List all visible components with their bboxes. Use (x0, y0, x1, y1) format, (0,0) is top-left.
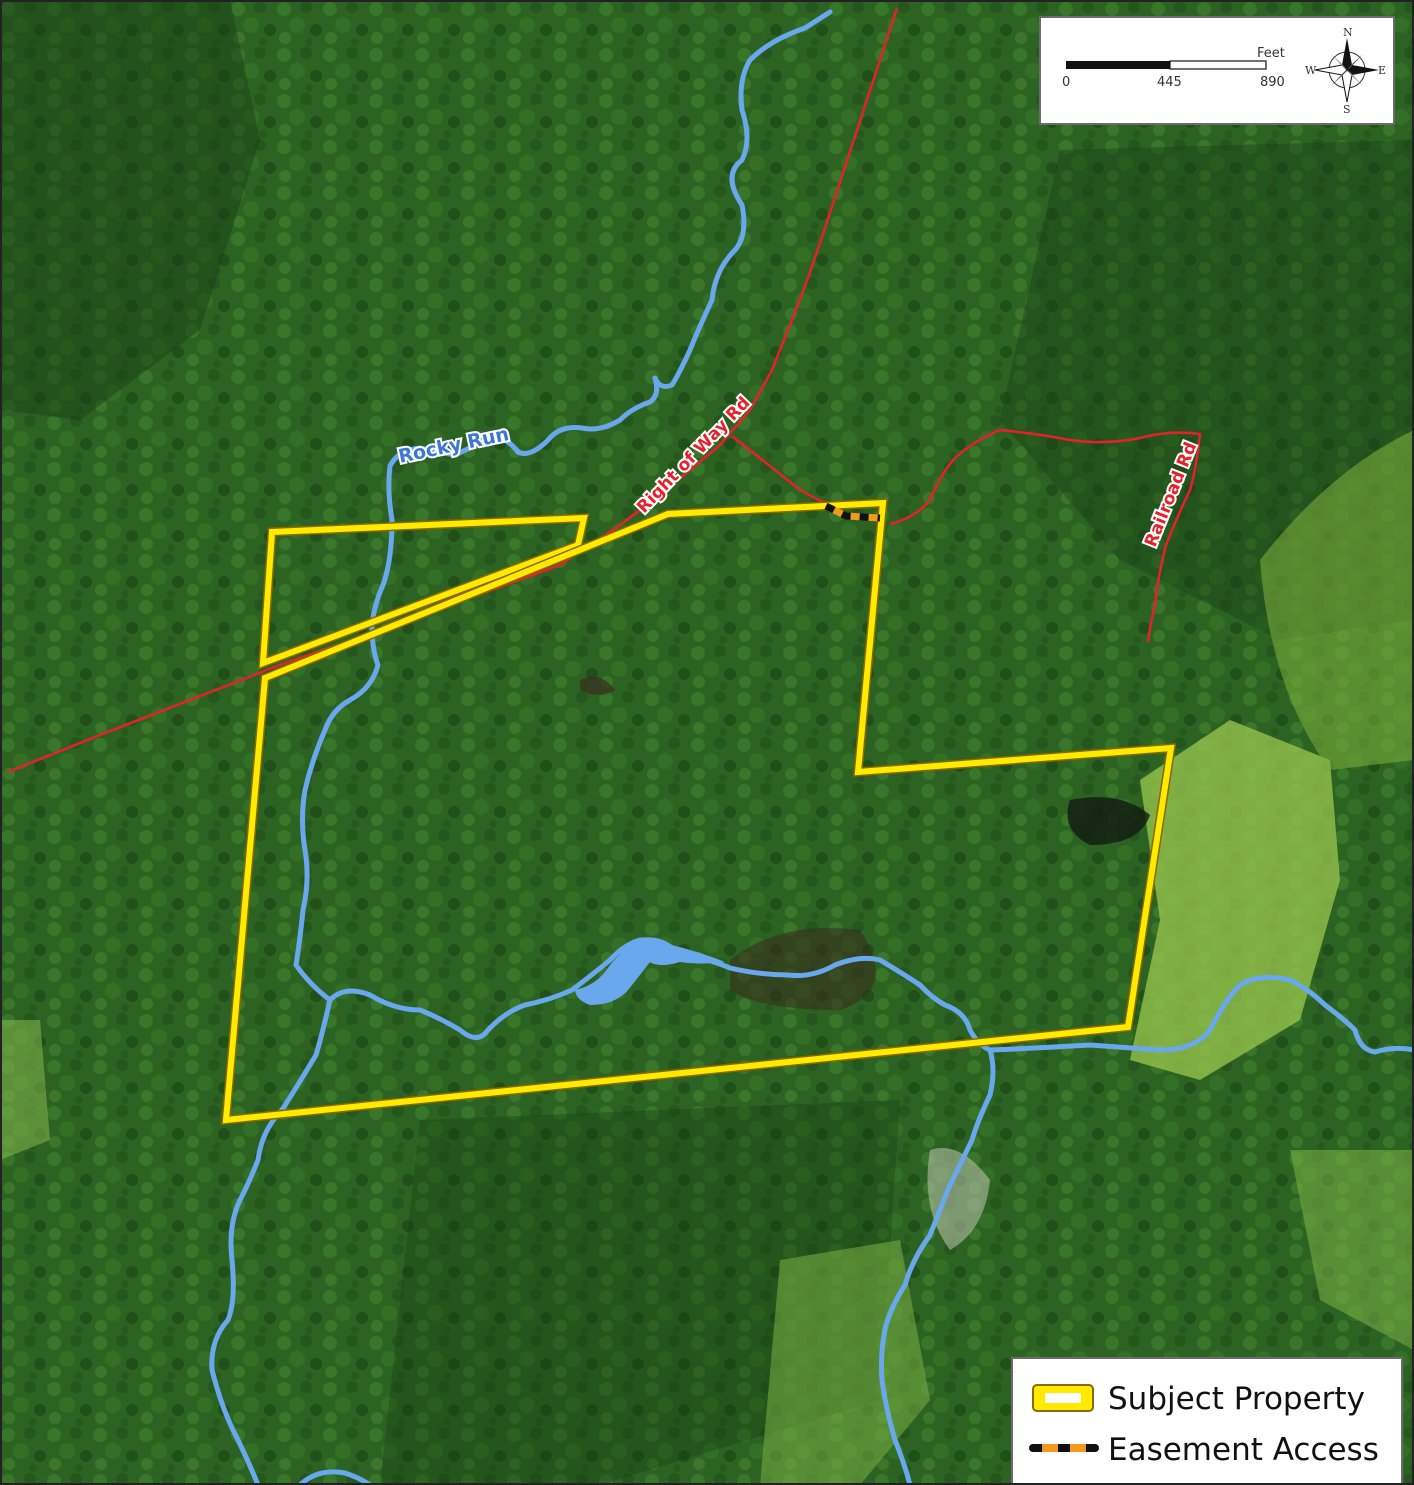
legend-label-easement-access: Easement Access (1108, 1432, 1379, 1468)
meadow-area (1290, 1150, 1414, 1350)
meadow-area (0, 1020, 50, 1160)
wetland-area (1067, 797, 1150, 845)
scale-tick-0: 0 (1062, 75, 1070, 90)
right-of-way-rd (7, 7, 899, 774)
pond (575, 937, 725, 1005)
wetland-area (580, 676, 615, 695)
easement-access-line (824, 502, 881, 522)
scale-unit: Feet (1257, 46, 1285, 61)
compass-w: W (1305, 64, 1317, 77)
streams (209, 9, 1414, 1485)
compass-n: N (1343, 26, 1353, 39)
rocky-run-stream (293, 9, 833, 1003)
scale-tick-445: 445 (1157, 75, 1182, 90)
wetland-area (730, 928, 876, 1010)
scale-bar: Feet 0 445 890 (1062, 46, 1285, 90)
legend: Subject Property Easement Access (1011, 1357, 1403, 1485)
stream-east-branch (987, 974, 1414, 1055)
easement-access-line-accent (824, 502, 881, 522)
stream-bottom-fragment (297, 1469, 373, 1485)
stream-southeast-branch (879, 1047, 996, 1485)
compass-e: E (1378, 64, 1386, 77)
subject-property (221, 498, 1177, 1126)
subject-property-swatch-icon (1032, 1384, 1094, 1412)
easement-access (824, 502, 881, 522)
stream-south-branch (209, 997, 333, 1485)
scale-compass-box: Feet 0 445 890 N S E W (1039, 16, 1395, 125)
legend-label-subject-property: Subject Property (1108, 1381, 1365, 1417)
railroad-rd (889, 428, 1202, 643)
compass-s: S (1343, 103, 1351, 116)
subject-property-outline-north (259, 514, 588, 668)
north-arrow-compass-icon: N S E W (1305, 26, 1386, 116)
scale-tick-890: 890 (1260, 75, 1285, 90)
wetland-area (927, 1148, 990, 1250)
right-of-way-rd-spur (731, 435, 831, 506)
subject-property-outline-main (222, 499, 1175, 1124)
dark-forest-patch (0, 0, 260, 420)
meadow-area (760, 1240, 930, 1485)
roads (7, 7, 1202, 774)
meadow-area (1260, 430, 1414, 770)
meadow-area (1130, 720, 1340, 1080)
